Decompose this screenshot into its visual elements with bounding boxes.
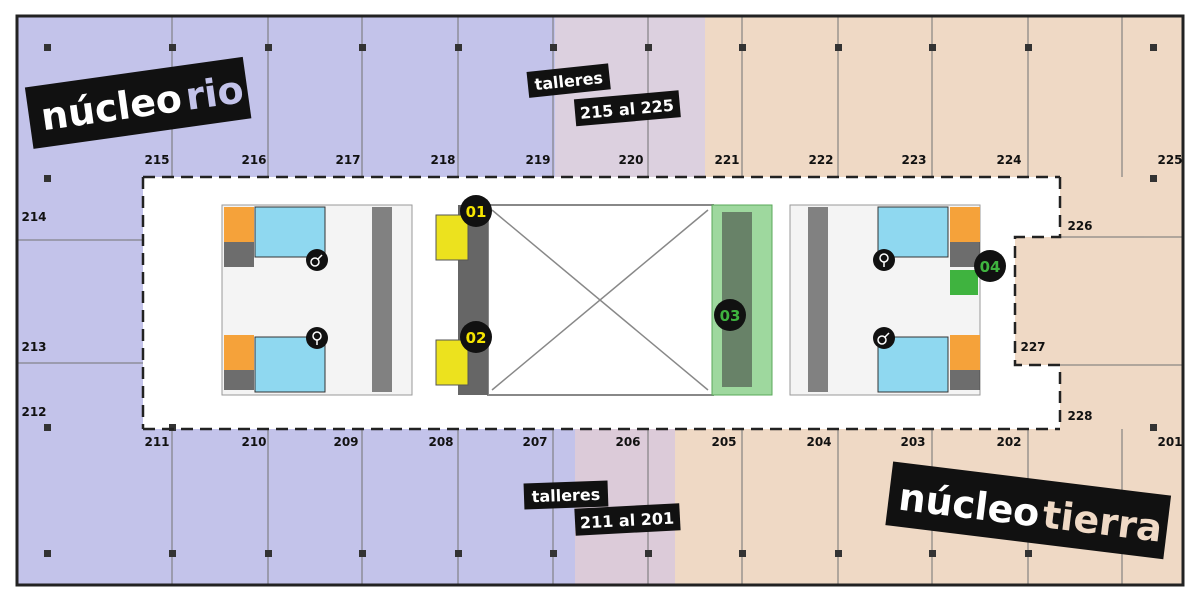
room-207: 207 — [522, 435, 547, 449]
badge-03: 03 — [714, 299, 746, 331]
room-204: 204 — [806, 435, 831, 449]
restroom-male-icon — [306, 249, 328, 271]
badge-01: 01 — [460, 195, 492, 227]
room-226: 226 — [1067, 219, 1092, 233]
core-rio-label: núcleo rio — [24, 56, 252, 149]
zone-tierra-right — [1060, 177, 1182, 429]
badge-02: 02 — [460, 321, 492, 353]
room-224: 224 — [996, 153, 1021, 167]
talleres-bottom-label: talleres 211 al 201 — [523, 480, 681, 536]
room-203: 203 — [900, 435, 925, 449]
elevator-block-01 — [435, 214, 469, 261]
room-210: 210 — [241, 435, 266, 449]
badge-01-label: 01 — [466, 203, 487, 221]
grid-walls — [18, 17, 1182, 584]
zone-rio-bottom — [18, 429, 575, 584]
room-212: 212 — [21, 405, 46, 419]
room-217: 217 — [335, 153, 360, 167]
zone-tierra-top — [705, 17, 1182, 177]
room-228: 228 — [1067, 409, 1092, 423]
room-206: 206 — [615, 435, 640, 449]
corridor-dashes — [141, 175, 1062, 431]
room-218: 218 — [430, 153, 455, 167]
talleres-bottom-line1: talleres — [531, 485, 600, 506]
core-rio-word2: rio — [183, 67, 246, 119]
room-225: 225 — [1157, 153, 1182, 167]
elevator-block-02 — [435, 339, 469, 386]
room-201: 201 — [1157, 435, 1182, 449]
core-tierra-label: núcleo tierra — [885, 461, 1172, 560]
talleres-top-label: talleres 215 al 225 — [526, 63, 681, 127]
badge-04-label: 04 — [980, 258, 1001, 276]
talleres-bottom-line2: 211 al 201 — [579, 509, 674, 533]
room-numbers: 215 216 217 218 219 220 221 222 223 224 … — [21, 153, 1182, 449]
room-211: 211 — [144, 435, 169, 449]
service-block-left — [221, 204, 413, 396]
restroom-female-icon — [873, 249, 895, 271]
room-215: 215 — [144, 153, 169, 167]
service-block-right — [789, 204, 981, 396]
badge-02-label: 02 — [466, 329, 487, 347]
badge-03-label: 03 — [720, 307, 741, 325]
restroom-female-icon — [306, 327, 328, 349]
room-216: 216 — [241, 153, 266, 167]
room-220: 220 — [618, 153, 643, 167]
room-219: 219 — [525, 153, 550, 167]
zones — [18, 17, 1182, 584]
column-markers — [44, 44, 1157, 557]
restroom-male-icon — [873, 327, 895, 349]
badge-04: 04 — [974, 250, 1006, 282]
room-222: 222 — [808, 153, 833, 167]
room-214: 214 — [21, 210, 46, 224]
zone-tierra-notch — [1015, 237, 1060, 365]
room-209: 209 — [333, 435, 358, 449]
room-221: 221 — [714, 153, 739, 167]
room-208: 208 — [428, 435, 453, 449]
room-202: 202 — [996, 435, 1021, 449]
outer-border — [15, 14, 1185, 587]
atrium — [458, 204, 743, 396]
room-223: 223 — [901, 153, 926, 167]
room-213: 213 — [21, 340, 46, 354]
room-205: 205 — [711, 435, 736, 449]
zone-rio-left — [18, 177, 143, 429]
room-227: 227 — [1020, 340, 1045, 354]
